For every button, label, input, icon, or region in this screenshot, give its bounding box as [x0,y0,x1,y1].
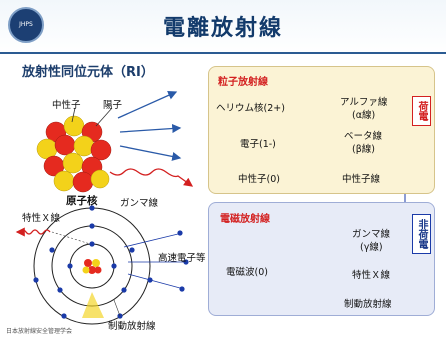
bremsstrahlung-label: 制動放射線 [108,321,156,332]
page-title: 電離放射線 [162,16,283,41]
uncharged-tag: 非荷電 [412,214,431,254]
particle-row-left: ヘリウム核(2+) [216,103,285,114]
particle-row-right: ベータ線 [344,131,383,142]
em-row-right: ガンマ線 [352,229,391,240]
xray-label: 特性Ｘ線 [22,213,61,224]
particle-panel-title: 粒子放射線 [218,77,268,88]
fast-electron-label: 高速電子等 [158,253,206,264]
particle-row-left: 電子(1-) [240,139,276,150]
particle-row-right: 中性子線 [342,174,381,185]
society-logo: JHPS [8,7,44,43]
footer-credit: 日本放射線安全管理学会 [6,328,73,335]
particle-row-left: 中性子(0) [238,174,280,185]
charged-tag: 荷電 [412,96,431,126]
proton-label: 陽子 [103,100,123,111]
header-divider [0,52,446,54]
particle-radiation-panel [208,66,435,194]
orbit-electrons-icon [33,205,153,319]
particle-row-right-sub: (β線) [352,144,375,155]
em-row-right: 特性Ｘ線 [352,270,391,281]
header-bar [0,0,446,54]
em-row-left: 電磁波(0) [226,267,268,278]
neutron-label: 中性子 [52,100,81,111]
particle-row-right-sub: (α線) [352,110,376,121]
em-row-right: 制動放射線 [344,299,392,310]
em-panel-title: 電磁放射線 [220,214,270,225]
gamma-label: ガンマ線 [120,198,159,209]
section-title: 放射性同位元体（RI） [22,65,154,80]
nucleus-label: 原子核 [66,195,98,207]
particle-row-right: アルファ線 [340,97,388,108]
nucleus-cluster-icon [36,115,112,193]
em-radiation-panel [208,202,435,316]
logo-text: JHPS [19,21,33,28]
em-row-right-sub: (γ線) [360,242,383,253]
